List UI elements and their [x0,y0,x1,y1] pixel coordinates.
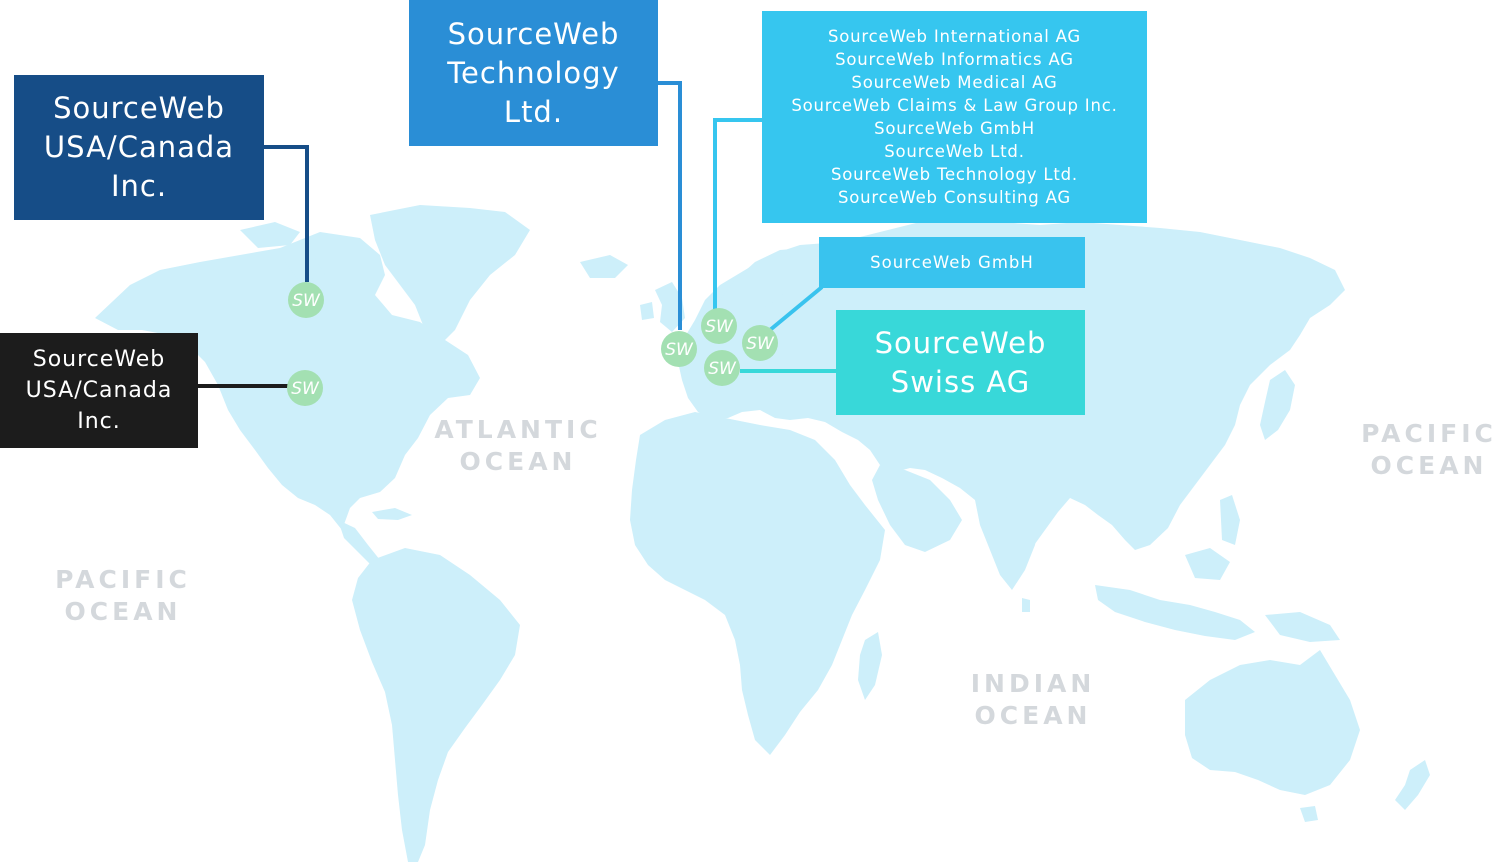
group-list-item: SourceWeb Informatics AG [835,50,1074,69]
land-tasmania [1300,806,1318,822]
land-canadian-archipelago [240,222,355,282]
connector-gmbh [768,285,824,332]
location-marker-usa[interactable]: SW [287,370,323,406]
box-label: SourceWeb Technology Ltd. [447,16,620,129]
marker-label: SW [746,334,775,354]
land-masses [95,205,1430,862]
box-sourceweb-usa-canada-2[interactable]: SourceWeb USA/Canada Inc. [0,333,198,448]
land-philippines [1220,495,1240,545]
marker-label: SW [705,317,734,337]
ocean-label-indian: INDIAN OCEAN [970,669,1096,730]
land-north-america [95,232,480,530]
group-list-item: SourceWeb Ltd. [884,142,1025,161]
ocean-label-pacific-east: PACIFIC OCEAN [1361,419,1494,480]
group-list-item: SourceWeb Consulting AG [837,188,1071,207]
group-list-item: SourceWeb Claims & Law Group Inc. [791,96,1118,115]
land-india [975,495,1040,590]
marker-label: SW [292,291,321,311]
location-marker-uk[interactable]: SW [661,331,697,367]
connector-lines [198,81,836,388]
location-markers: SW SW SW SW SW SW [287,282,778,406]
land-madagascar [858,632,882,700]
marker-label: SW [665,340,694,360]
land-caribbean [372,508,412,520]
location-marker-switzerland[interactable]: SW [704,350,740,386]
group-list-item: SourceWeb Medical AG [851,73,1058,92]
box-sourceweb-usa-canada-1[interactable]: SourceWeb USA/Canada Inc. [14,75,264,220]
land-sri-lanka [1022,598,1030,612]
marker-label: SW [708,359,737,379]
land-indonesia [1095,548,1255,640]
ocean-label-atlantic: ATLANTIC OCEAN [434,415,602,476]
land-new-guinea [1265,612,1340,642]
location-marker-canada[interactable]: SW [288,282,324,318]
box-sourceweb-technology-ltd[interactable]: SourceWeb Technology Ltd. [409,0,658,146]
location-marker-germany[interactable]: SW [742,325,778,361]
connector-technology-ltd [657,81,682,330]
box-label: SourceWeb USA/Canada Inc. [43,91,235,203]
group-list-item: SourceWeb International AG [827,27,1082,46]
land-british-isles [640,282,685,332]
land-south-america [352,548,520,862]
box-sourceweb-gmbh[interactable]: SourceWeb GmbH [819,237,1085,288]
box-label: SourceWeb Swiss AG [874,325,1047,399]
land-greenland [370,205,530,345]
box-sourceweb-swiss-ag[interactable]: SourceWeb Swiss AG [836,310,1085,415]
land-new-zealand [1395,760,1430,810]
location-marker-netherlands[interactable]: SW [701,308,737,344]
land-central-america [338,520,380,566]
connector-group-list [713,118,762,310]
land-africa [630,412,885,755]
box-sourceweb-group-list[interactable]: SourceWeb International AG SourceWeb Inf… [762,11,1147,223]
land-arabia [872,465,962,552]
box-label: SourceWeb USA/Canada Inc. [25,347,173,434]
ocean-label-pacific-west: PACIFIC OCEAN [55,565,191,626]
land-australia [1185,650,1360,795]
land-japan [1260,370,1295,440]
group-list-item: SourceWeb GmbH [874,119,1035,138]
land-iceland [580,255,628,278]
box-label: SourceWeb GmbH [870,252,1034,272]
land-scandinavia [720,248,815,315]
marker-label: SW [291,379,320,399]
group-list-item: SourceWeb Technology Ltd. [831,165,1078,184]
connector-usa-canada-1 [263,145,309,282]
